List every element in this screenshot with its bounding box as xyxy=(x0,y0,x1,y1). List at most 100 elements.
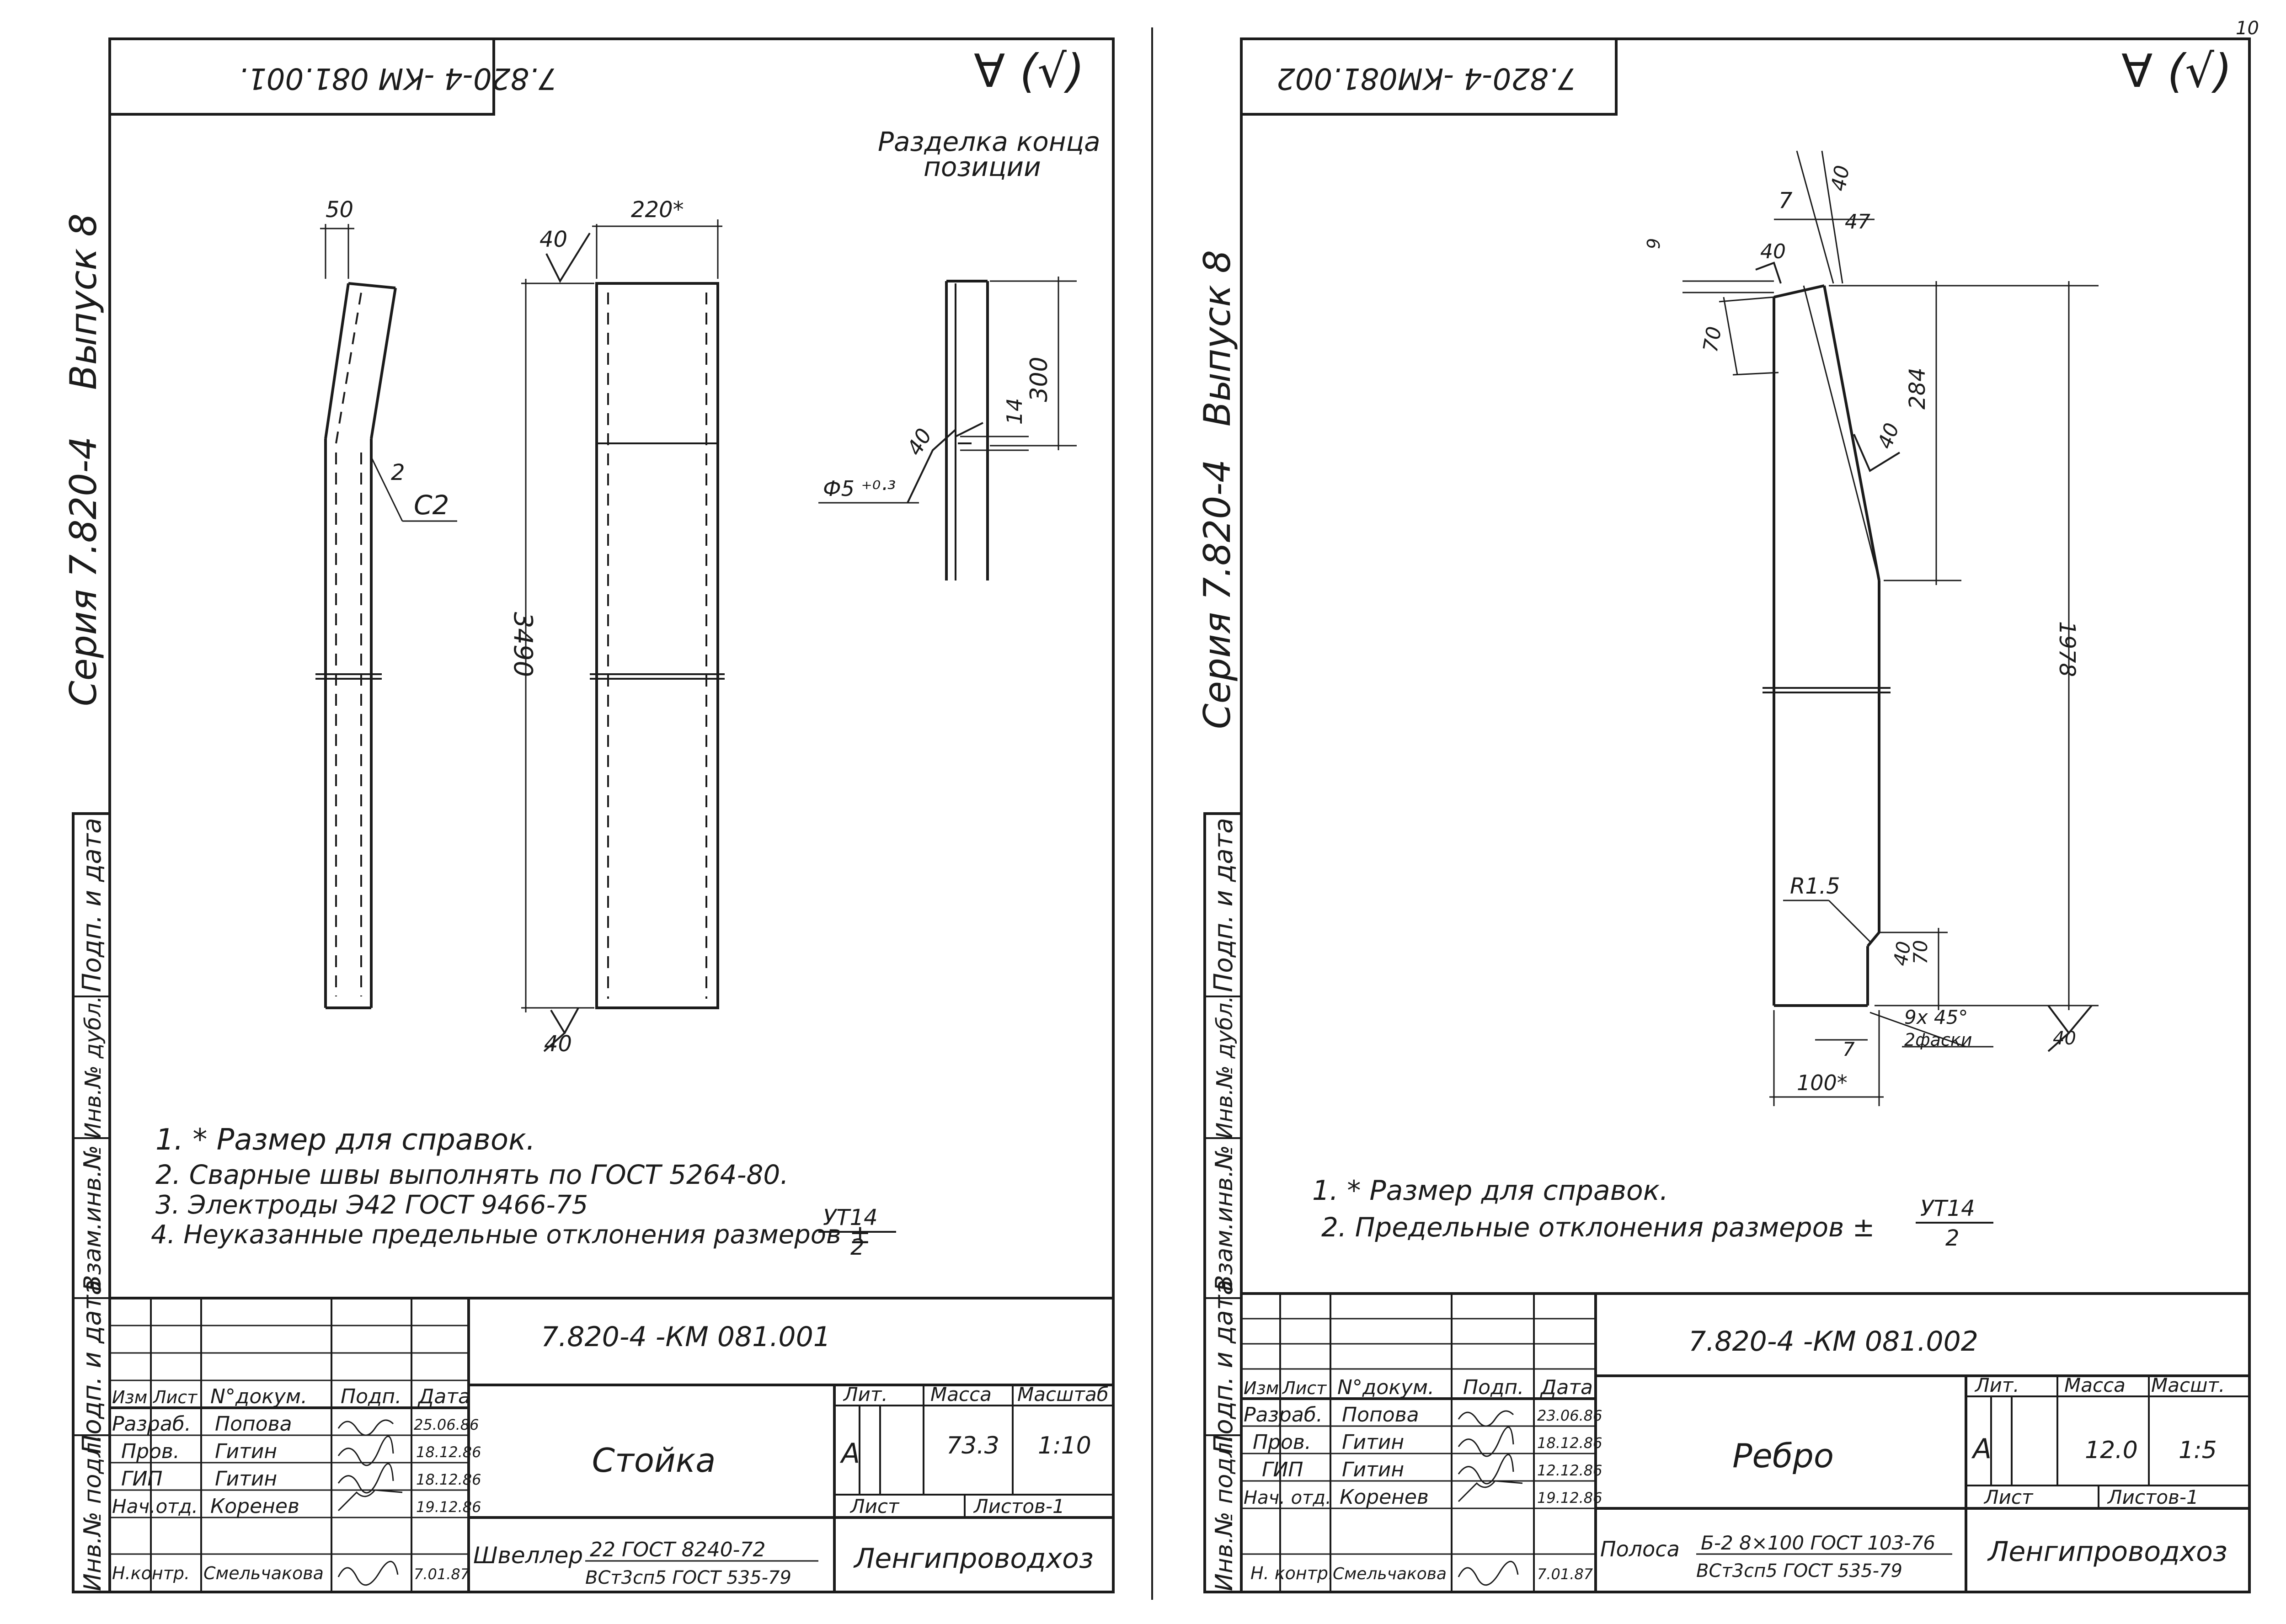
tb2-name-1: Попова xyxy=(1342,1403,1419,1427)
tb-header-ndoc: N°докум. xyxy=(210,1385,307,1408)
tb-date-2: 18.12.86 xyxy=(416,1443,481,1461)
sheet-002-top-code-box xyxy=(1240,37,1618,116)
stoika-side-view: 50 C2 2 xyxy=(315,197,457,1009)
binding2-label-vzam: Взам.инв.№ xyxy=(1211,1145,1238,1291)
sheet-002-side-series: Серия 7.820-4 xyxy=(1196,459,1239,729)
signature2-1 xyxy=(1458,1410,1514,1427)
tb2-date-4: 19.12.86 xyxy=(1537,1489,1602,1507)
dim-50: 50 xyxy=(326,197,353,223)
dim-300: 300 xyxy=(1025,357,1053,402)
signature2-3 xyxy=(1458,1454,1514,1485)
detail-title-line1: Разделка конца xyxy=(878,126,1100,157)
tb-mass-value: 73.3 xyxy=(946,1432,999,1459)
tb2-material-bottom: ВСт3сп5 ГОСТ 535-79 xyxy=(1696,1560,1902,1581)
tb-lit-value: А xyxy=(839,1438,860,1470)
tb-header-list: Лист xyxy=(152,1387,198,1407)
binding2-label-podp-data-top: Подп. и дата xyxy=(1209,818,1239,992)
tb-org: Ленгипроводхоз xyxy=(853,1543,1093,1575)
tb2-org: Ленгипроводхоз xyxy=(1987,1536,2227,1568)
tb2-lit-value: А xyxy=(1971,1433,1992,1465)
binding-label-podp-data-top: Подп. и дата xyxy=(77,818,107,992)
tb-date-3: 18.12.86 xyxy=(416,1471,481,1488)
tb2-mass-label: Масса xyxy=(2064,1374,2126,1396)
dim-7-bottom: 7 xyxy=(1843,1038,1855,1060)
tb2-material-prefix: Полоса xyxy=(1600,1537,1680,1561)
signature2-4 xyxy=(1458,1480,1523,1502)
tb2-date-5: 7.01.87 xyxy=(1537,1565,1593,1583)
binding-label-inv-podl: Инв.№ подл. xyxy=(79,1435,107,1591)
note-3: 3. Электроды Э42 ГОСТ 9466-75 xyxy=(155,1190,588,1220)
dim-284: 284 xyxy=(1905,367,1930,410)
tb-sheets-label: Листов-1 xyxy=(973,1495,1065,1518)
tb-material-bottom: ВСт3сп5 ГОСТ 535-79 xyxy=(585,1567,791,1588)
dim-r15: R1.5 xyxy=(1790,873,1840,899)
dim-chamfer-2: 2фаски xyxy=(1904,1030,1972,1050)
tb-part-name: Стойка xyxy=(592,1441,716,1480)
dim-chamfer: 9x 45° xyxy=(1904,1006,1968,1028)
note-1: 1. * Размер для справок. xyxy=(155,1123,535,1157)
page-number: 10 xyxy=(2236,18,2259,39)
dim-100: 100* xyxy=(1797,1070,1848,1095)
sheet-001-title-block: Изм Лист N°докум. Подп. Дата Разраб. Поп… xyxy=(108,1297,1115,1593)
note2-1: 1. * Размер для справок. xyxy=(1312,1175,1668,1207)
detail-title-line2: позиции xyxy=(924,151,1041,182)
tb-role-3: ГИП xyxy=(121,1467,163,1491)
tb-role-2: Пров. xyxy=(121,1440,180,1463)
sheet-002-frame xyxy=(1240,37,2251,1593)
tb-role-1: Разраб. xyxy=(112,1412,191,1436)
weld-40-top2: 40 xyxy=(1827,164,1854,193)
tb2-header-podp: Подп. xyxy=(1463,1376,1524,1399)
weld-40-slope: 40 xyxy=(1873,420,1904,452)
signature-4 xyxy=(337,1489,403,1512)
binding-label-podp-data: Подп. и дата xyxy=(77,1279,107,1454)
dim-14: 14 xyxy=(1002,398,1027,425)
tb2-header-ndoc: N°докум. xyxy=(1337,1376,1434,1399)
note2-2: 2. Предельные отклонения размеров ± xyxy=(1321,1212,1875,1243)
sheet-002-side-issue: Выпуск 8 xyxy=(1196,250,1239,426)
tb-sheet-label: Лист xyxy=(849,1495,900,1518)
tb2-scale-label: Масшт. xyxy=(2151,1374,2225,1396)
signature-1 xyxy=(337,1419,394,1436)
dim-3490: 3490 xyxy=(508,612,538,677)
stoika-front-view: 220* 3490 40 40 xyxy=(508,197,725,1057)
tb2-name-4: Коренев xyxy=(1340,1486,1429,1509)
note2-frac-num: УТ14 xyxy=(1920,1196,1975,1221)
binding2-label-podp-data: Подп. и дата xyxy=(1209,1279,1239,1454)
tb2-name-2: Гитин xyxy=(1342,1431,1404,1454)
tb2-date-1: 23.06.86 xyxy=(1537,1407,1602,1424)
tb-scale-value: 1:10 xyxy=(1038,1432,1091,1459)
tb-name-1: Попова xyxy=(215,1412,292,1436)
tb2-header-izm: Изм xyxy=(1244,1378,1279,1398)
weld-40-bottom: 40 xyxy=(544,1031,572,1057)
dim-70-bottom: 70 xyxy=(1909,940,1932,964)
tb-header-podp: Подп. xyxy=(341,1385,401,1408)
tb2-part-name: Ребро xyxy=(1732,1437,1834,1475)
weld-40-top: 40 xyxy=(539,227,567,252)
sheet-001-side-issue: Выпуск 8 xyxy=(62,213,105,390)
binding-label-inv-dubl: Инв.№ дубл. xyxy=(80,996,106,1139)
tb2-role-5: Н. контр. xyxy=(1250,1563,1334,1583)
sheet-001-frame xyxy=(108,37,1115,1593)
tb-mass-label: Масса xyxy=(930,1383,992,1406)
tb2-name-3: Гитин xyxy=(1342,1458,1404,1481)
tb2-sheets-label: Листов-1 xyxy=(2107,1486,2199,1508)
signature2-2 xyxy=(1458,1426,1514,1457)
dim-9: 9 xyxy=(1644,238,1664,249)
tb2-role-1: Разраб. xyxy=(1244,1403,1323,1427)
weld-40-bottom2: 40 xyxy=(1889,940,1916,968)
tb2-role-3: ГИП xyxy=(1262,1458,1303,1481)
signature-3 xyxy=(337,1463,394,1494)
note2-frac-den: 2 xyxy=(1945,1225,1960,1251)
note-4-frac-num: УТ14 xyxy=(823,1205,878,1230)
dim-70-top: 70 xyxy=(1699,325,1726,354)
sheet-001-side-series: Серия 7.820-4 xyxy=(62,437,105,706)
tb-date-5: 7.01.87 xyxy=(414,1565,470,1583)
binding-label-vzam: Взам.инв.№ xyxy=(79,1145,107,1291)
sheet-002-title-block: Изм Лист N°докум. Подп. Дата Разраб. Поп… xyxy=(1240,1292,2251,1593)
tb2-material-top: Б-2 8×100 ГОСТ 103-76 xyxy=(1701,1532,1935,1554)
dim-7: 7 xyxy=(1779,188,1793,213)
weld-40-right: 40 xyxy=(2053,1028,2076,1049)
tb-header-izm: Изм xyxy=(112,1387,147,1407)
binding2-label-inv-dubl: Инв.№ дубл. xyxy=(1212,996,1238,1139)
sheet-001: 7.820-4 -КМ 081.001. ∀ (√) Подп. и дата … xyxy=(62,37,1115,1593)
